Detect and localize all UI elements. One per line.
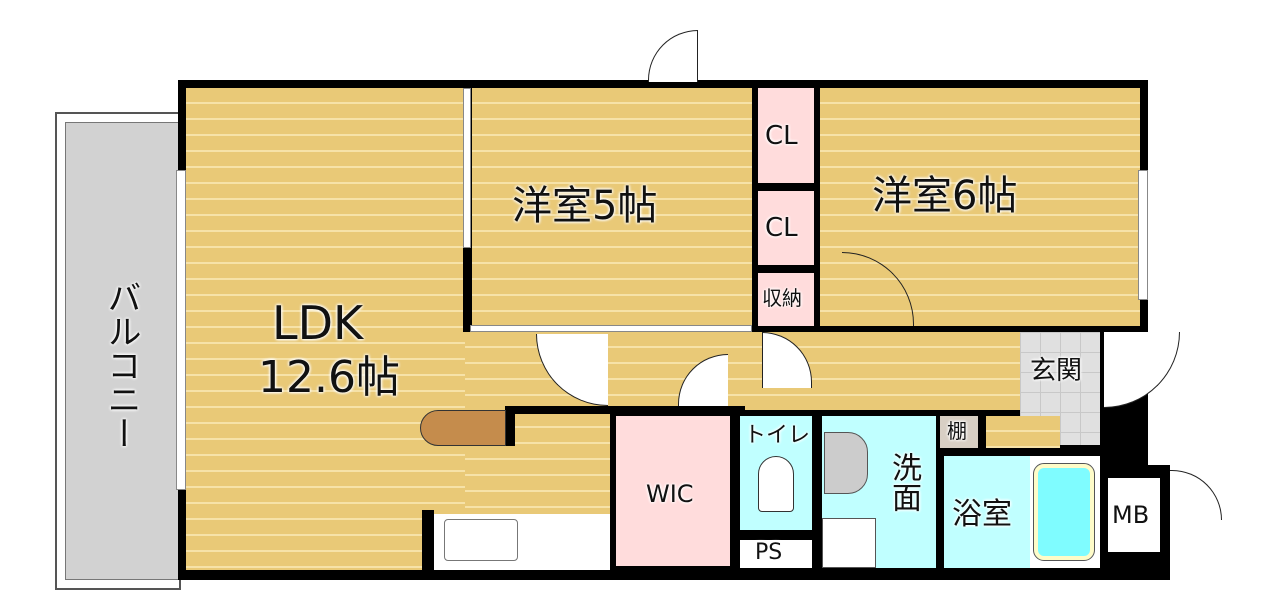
ldk-size-label: 12.6帖 [258,352,400,403]
bathtub-icon [1033,463,1095,561]
balcony [55,112,181,590]
bathroom [944,456,1030,568]
toilet-label: トイレ [744,423,811,448]
mb-label: MB [1112,501,1150,529]
room-5jo-label: 洋室5帖 [512,183,658,229]
shelf [940,416,978,448]
washing-machine-pan [822,518,876,568]
shelf-label: 棚 [947,419,967,443]
entrance-label: 玄関 [1030,356,1083,386]
room-5jo [472,88,752,326]
ps-label: PS [755,540,783,565]
counter [420,410,506,446]
washroom-label: 洗面 [886,452,921,512]
storage [758,273,814,326]
room-6jo-label: 洋室6帖 [872,173,1018,219]
storage-label: 収納 [762,286,802,310]
closet-1 [758,88,814,183]
entrance-door[interactable] [1104,332,1180,408]
ldk-room [186,88,465,570]
sink [444,519,518,561]
closet-2-label: CL [765,213,798,243]
mb-door[interactable] [1170,470,1222,520]
step [986,416,1060,448]
kitchen [434,514,610,570]
mb [1108,478,1160,552]
ldk-label: LDK [272,296,364,350]
corridor [610,332,1020,410]
wic [616,416,730,566]
bathroom-label: 浴室 [952,497,1012,532]
washbasin [824,432,868,494]
toilet-bowl-icon [758,456,794,512]
wic-label: WIC [646,480,694,508]
door[interactable] [648,30,698,82]
closet-1-label: CL [765,121,798,151]
balcony-label: バルコニー [101,280,141,450]
closet-2 [758,191,814,265]
